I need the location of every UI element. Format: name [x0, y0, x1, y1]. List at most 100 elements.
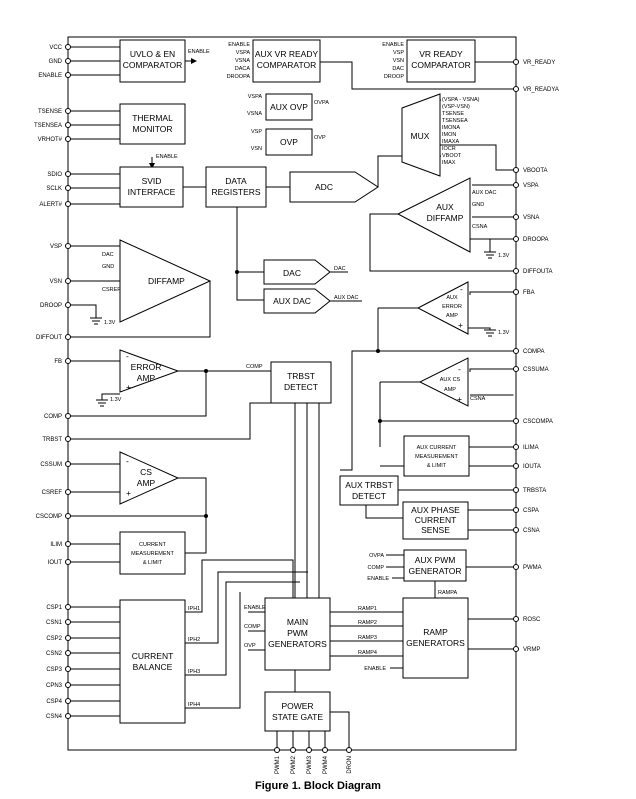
svg-text:DAC: DAC [283, 268, 301, 278]
figure-caption: Figure 1. Block Diagram [255, 780, 381, 792]
svg-text:DACA: DACA [235, 66, 251, 72]
svg-text:AMP: AMP [137, 478, 156, 488]
pin-label-vrmp: VRMP [523, 647, 540, 653]
aux-ovp-block: AUX OVP VSPA VSNA OVPA [247, 93, 329, 121]
svg-text:BALANCE: BALANCE [133, 662, 173, 672]
pin-label-alert: ALERT# [39, 202, 62, 208]
pin-label-dron: DRON [347, 756, 353, 774]
pin-label-trbst: TRBST [42, 437, 62, 443]
pin-vboota: VBOOTA [513, 167, 548, 174]
svg-text:MEASUREMENT: MEASUREMENT [415, 454, 458, 460]
svg-text:AUX OVP: AUX OVP [270, 102, 308, 112]
pin-tsense: TSENSE [38, 108, 71, 115]
svg-text:MEASUREMENT: MEASUREMENT [131, 551, 174, 557]
pin-comp: COMP [44, 413, 71, 420]
svg-text:ENABLE: ENABLE [244, 605, 266, 611]
pin-pwm4: PWM4 [322, 747, 329, 774]
pin-csn2: CSN2 [46, 650, 71, 657]
diffamp-block: DIFFAMP DAC GND CSREF 1.3V [90, 239, 212, 326]
pin-label-csp4: CSP4 [46, 699, 62, 705]
svid-interface-block: SVID INTERFACE ENABLE [119, 154, 184, 208]
pin-droopa: DROOPA [513, 236, 549, 243]
pin-label-trbsta: TRBSTA [523, 488, 546, 494]
aux-diffamp-block: AUX DIFFAMP AUX DAC GND CSNA 1.3V [396, 177, 510, 259]
pin-label-csref: CSREF [42, 490, 63, 496]
aux-phase-current-sense-block: AUX PHASE CURRENT SENSE [402, 501, 469, 540]
pin-pwm2: PWM2 [290, 747, 297, 774]
thermal-monitor-block: THERMAL MONITOR [119, 103, 186, 145]
svg-text:MONITOR: MONITOR [133, 124, 173, 134]
svg-text:GND: GND [472, 202, 484, 208]
svg-text:GENERATOR: GENERATOR [408, 566, 461, 576]
svg-text:AUX CURRENT: AUX CURRENT [417, 445, 457, 451]
pin-label-vcc: VCC [49, 45, 62, 51]
svg-text:IPH2: IPH2 [188, 637, 200, 643]
pin-label-vsp: VSP [50, 244, 62, 250]
pin-label-csn2: CSN2 [46, 651, 63, 657]
pin-cscomp: CSCOMP [36, 513, 71, 520]
pin-label-pwm4: PWM4 [323, 755, 329, 774]
svg-text:CSNA: CSNA [470, 396, 486, 402]
pin-vr-readya: VR_READYA [513, 86, 559, 93]
svg-text:OVP: OVP [244, 643, 256, 649]
left-pins: VCC GND ENABLE TSENSE TSENSEA VRHOT# SDI… [34, 44, 71, 720]
svg-text:VBOOT: VBOOT [442, 153, 462, 159]
pin-label-csna: CSNA [523, 528, 540, 534]
aux-current-measurement-block: AUX CURRENT MEASUREMENT & LIMIT [403, 435, 470, 477]
pin-label-cssuma: CSSUMA [523, 367, 549, 373]
svg-text:& LIMIT: & LIMIT [143, 560, 163, 566]
wires [70, 46, 514, 748]
svg-text:AUX PWM: AUX PWM [415, 555, 456, 565]
svg-text:IOCR: IOCR [442, 146, 456, 152]
svg-text:DATA: DATA [225, 176, 247, 186]
trbst-detect-block: TRBST DETECT [270, 361, 332, 404]
svg-text:COMPARATOR: COMPARATOR [257, 60, 317, 70]
pin-label-fb: FB [54, 359, 62, 365]
svg-text:ADC: ADC [315, 182, 333, 192]
svg-text:IPH1: IPH1 [188, 606, 200, 612]
pin-cssuma: CSSUMA [513, 366, 549, 373]
pin-ilima: ILIMA [513, 444, 539, 451]
pin-tsensea: TSENSEA [34, 122, 71, 129]
svg-text:ENABLE: ENABLE [228, 42, 250, 48]
svg-text:AMP: AMP [444, 387, 456, 393]
svg-text:CS: CS [140, 467, 152, 477]
svg-text:RAMPA: RAMPA [438, 590, 457, 596]
pin-csn1: CSN1 [46, 619, 71, 626]
pin-label-vsna: VSNA [523, 215, 539, 221]
pin-label-tsensea: TSENSEA [34, 123, 62, 129]
mux-block: MUX (VSPA - VSNA) (VSP-VSN) TSENSE TSENS… [401, 93, 480, 177]
svg-text:MAIN: MAIN [287, 617, 308, 627]
svg-text:ENABLE: ENABLE [364, 666, 386, 672]
svg-text:COMP: COMP [368, 565, 385, 571]
pin-label-cpn3: CPN3 [46, 683, 63, 689]
pin-label-gnd: GND [49, 59, 63, 65]
pin-label-cscompa: CSCOMPA [523, 419, 553, 425]
svg-text:VSPA: VSPA [236, 50, 251, 56]
right-pins: VR_READY VR_READYA VBOOTA VSPA VSNA DROO… [513, 59, 559, 653]
svg-text:DIFFAMP: DIFFAMP [427, 213, 464, 223]
svg-text:DAC: DAC [392, 66, 404, 72]
svg-text:RAMP2: RAMP2 [358, 620, 377, 626]
pin-rosc: ROSC [513, 616, 541, 623]
svg-text:AUX DAC: AUX DAC [334, 295, 358, 301]
svg-text:COMPARATOR: COMPARATOR [411, 60, 471, 70]
svg-text:SVID: SVID [142, 176, 162, 186]
aux-pwm-generator-block: AUX PWM GENERATOR OVPA COMP ENABLE RAMPA [367, 549, 467, 596]
pin-vsp: VSP [50, 243, 71, 250]
svg-text:DAC: DAC [102, 252, 114, 258]
svg-text:VSNA: VSNA [235, 58, 250, 64]
svg-text:1.3V: 1.3V [498, 330, 510, 336]
ovp-block: OVP VSP VSN OVP [251, 128, 326, 156]
pin-label-sdio: SDIO [47, 172, 62, 178]
pin-pwma: PWMA [513, 564, 542, 571]
svg-text:SENSE: SENSE [421, 525, 450, 535]
pin-label-pwm3: PWM3 [307, 755, 313, 774]
svg-text:1.3V: 1.3V [110, 397, 122, 403]
svg-text:GENERATORS: GENERATORS [268, 639, 327, 649]
svg-text:CSREF: CSREF [102, 287, 121, 293]
pin-trbst: TRBST [42, 436, 71, 443]
aux-error-amp-block: AUX ERROR AMP - + 1.3V [416, 281, 510, 337]
pin-csn4: CSN4 [46, 713, 71, 720]
